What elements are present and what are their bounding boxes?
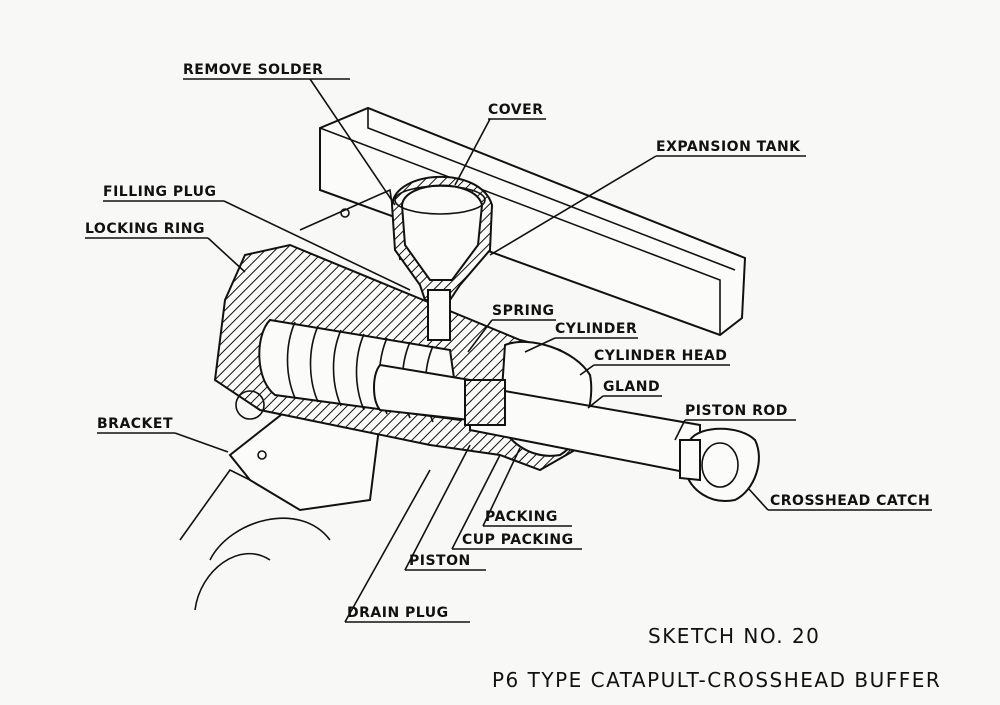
label-cover: COVER bbox=[488, 102, 543, 118]
label-remove-solder: REMOVE SOLDER bbox=[183, 62, 323, 78]
leader-lines bbox=[85, 78, 932, 623]
label-cylinder: CYLINDER bbox=[555, 321, 637, 337]
label-packing: PACKING bbox=[485, 509, 558, 525]
sketch-number: SKETCH NO. 20 bbox=[648, 624, 820, 648]
label-cup-packing: CUP PACKING bbox=[462, 532, 574, 548]
piston-rod bbox=[464, 379, 701, 477]
expansion-tank bbox=[390, 175, 494, 341]
label-spring: SPRING bbox=[492, 303, 555, 319]
label-piston: PISTON bbox=[409, 553, 471, 569]
label-drain-plug: DRAIN PLUG bbox=[347, 605, 449, 621]
crosshead-catch bbox=[679, 427, 760, 502]
label-piston-rod: PISTON ROD bbox=[685, 403, 788, 419]
label-bracket: BRACKET bbox=[97, 416, 173, 432]
label-crosshead-catch: CROSSHEAD CATCH bbox=[770, 493, 930, 509]
label-expansion-tank: EXPANSION TANK bbox=[656, 139, 801, 155]
label-filling-plug: FILLING PLUG bbox=[103, 184, 216, 200]
label-locking-ring: LOCKING RING bbox=[85, 221, 205, 237]
drawing-caption: P6 TYPE CATAPULT-CROSSHEAD BUFFER bbox=[492, 668, 941, 692]
label-cylinder-head: CYLINDER HEAD bbox=[594, 348, 727, 364]
label-gland: GLAND bbox=[603, 379, 660, 395]
